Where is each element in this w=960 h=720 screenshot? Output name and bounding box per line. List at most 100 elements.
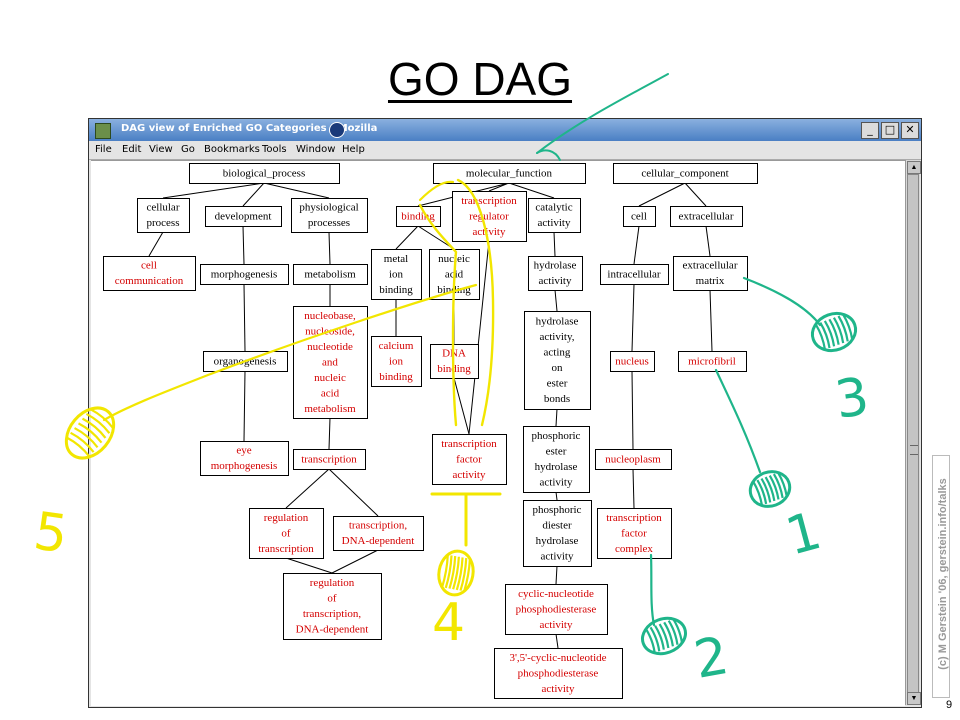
dag-node-box [670, 206, 743, 227]
dag-node-box [673, 256, 748, 291]
dag-node-label: transcription, [303, 608, 362, 620]
dag-node-label: nucleobase, [304, 310, 356, 322]
dag-node-label: ion [389, 268, 404, 280]
dag-node-cyclic-35-pde[interactable]: 3',5'-cyclic-nucleotidephosphodiesterase… [494, 648, 623, 699]
dag-node-label: molecular_function [466, 167, 553, 179]
dag-node-cell[interactable]: cell [623, 206, 656, 227]
dag-node-morphogenesis[interactable]: morphogenesis [200, 264, 289, 285]
dag-node-transcription-dna-dependent[interactable]: transcription, DNA-dependent [333, 516, 424, 551]
dag-node-label: nucleic [438, 253, 470, 265]
dag-edge [631, 370, 634, 450]
dag-node-box [600, 264, 669, 285]
dag-node-label: 3',5'-cyclic-nucleotide [509, 652, 606, 664]
window-title: DAG view of Enriched GO Categories - Moz… [121, 123, 378, 134]
dag-node-label: hydrolase [536, 316, 579, 328]
dag-node-organogenesis[interactable]: organogenesis [203, 351, 288, 372]
dag-node-label: physiological [299, 202, 358, 214]
dag-node-intracellular[interactable]: intracellular [600, 264, 669, 285]
dag-node-label: diester [542, 520, 572, 532]
dag-node-development[interactable]: development [205, 206, 282, 227]
scroll-up-arrow[interactable]: ▲ [907, 161, 921, 174]
dag-node-box [293, 449, 366, 470]
menu-file[interactable]: File [95, 144, 112, 155]
dag-node-box [333, 516, 424, 551]
dag-node-label: activity [473, 226, 506, 238]
dag-node-label: DNA-dependent [342, 535, 415, 547]
dag-node-label: development [215, 210, 272, 222]
dag-node-nucleoplasm[interactable]: nucleoplasm [595, 449, 672, 470]
dag-node-extracellular[interactable]: extracellular [670, 206, 743, 227]
menu-view[interactable]: View [149, 144, 173, 155]
dag-edge [633, 225, 640, 265]
menu-edit[interactable]: Edit [122, 144, 142, 155]
dag-edge [328, 417, 331, 450]
dag-node-box [494, 648, 623, 699]
dag-node-molecular-function[interactable]: molecular_function [433, 163, 586, 184]
menu-help[interactable]: Help [342, 144, 365, 155]
menu-tools[interactable]: Tools [262, 144, 287, 155]
menu-go[interactable]: Go [181, 144, 195, 155]
minimize-button[interactable]: _ [861, 122, 879, 139]
dag-node-label: biological_process [223, 167, 305, 179]
dag-node-label: ion [389, 355, 404, 367]
dag-node-label: DNA [442, 348, 466, 360]
dag-node-box [432, 434, 507, 485]
scroll-thumb[interactable] [907, 174, 919, 694]
scroll-down-arrow[interactable]: ▼ [907, 692, 921, 705]
dag-node-nucleobase-metabolism[interactable]: nucleobase,nucleoside,nucleotideandnucle… [293, 306, 368, 419]
dag-node-binding[interactable]: binding [396, 206, 441, 227]
dag-node-label: ester [546, 446, 567, 458]
menu-bar: File Edit View Go Bookmarks Tools Window… [89, 141, 921, 160]
dag-node-transcription[interactable]: transcription [293, 449, 366, 470]
browser-window: DAG view of Enriched GO Categories - Moz… [88, 118, 922, 708]
dag-node-nucleus[interactable]: nucleus [610, 351, 655, 372]
maximize-button[interactable]: □ [881, 122, 899, 139]
dag-node-label: transcription [441, 438, 497, 450]
dag-node-cellular-component[interactable]: cellular_component [613, 163, 758, 184]
dag-node-microfibril[interactable]: microfibril [678, 351, 747, 372]
window-titlebar[interactable]: DAG view of Enriched GO Categories - Moz… [89, 119, 921, 141]
vertical-scrollbar[interactable]: ▲ ▼ [905, 160, 921, 705]
dag-node-label: complex [615, 543, 653, 555]
dag-node-box [249, 508, 324, 559]
dag-node-metabolism[interactable]: metabolism [293, 264, 368, 285]
dag-node-box [613, 163, 758, 184]
dag-node-label: activity [539, 275, 572, 287]
dag-node-label: cell [631, 210, 647, 222]
dag-node-label: regulator [469, 210, 509, 222]
dag-node-label: transcription [301, 453, 357, 465]
dag-node-label: nucleotide [307, 341, 353, 353]
dag-node-label: on [552, 362, 564, 374]
dag-node-label: activity [453, 469, 486, 481]
dag-node-biological-process[interactable]: biological_process [189, 163, 340, 184]
dag-node-box [610, 351, 655, 372]
dag-node-label: binding [379, 371, 413, 383]
menu-window[interactable]: Window [296, 144, 336, 155]
page-number: 9 [946, 699, 953, 711]
dag-node-cyclic-nucleotide-pde[interactable]: cyclic-nucleotidephosphodiesteraseactivi… [505, 584, 608, 635]
dag-node-label: cyclic-nucleotide [518, 588, 594, 600]
menu-bookmarks[interactable]: Bookmarks [204, 144, 260, 155]
close-button[interactable]: ✕ [901, 122, 919, 139]
dag-node-label: transcription, [349, 520, 408, 532]
dag-node-box [528, 256, 583, 291]
